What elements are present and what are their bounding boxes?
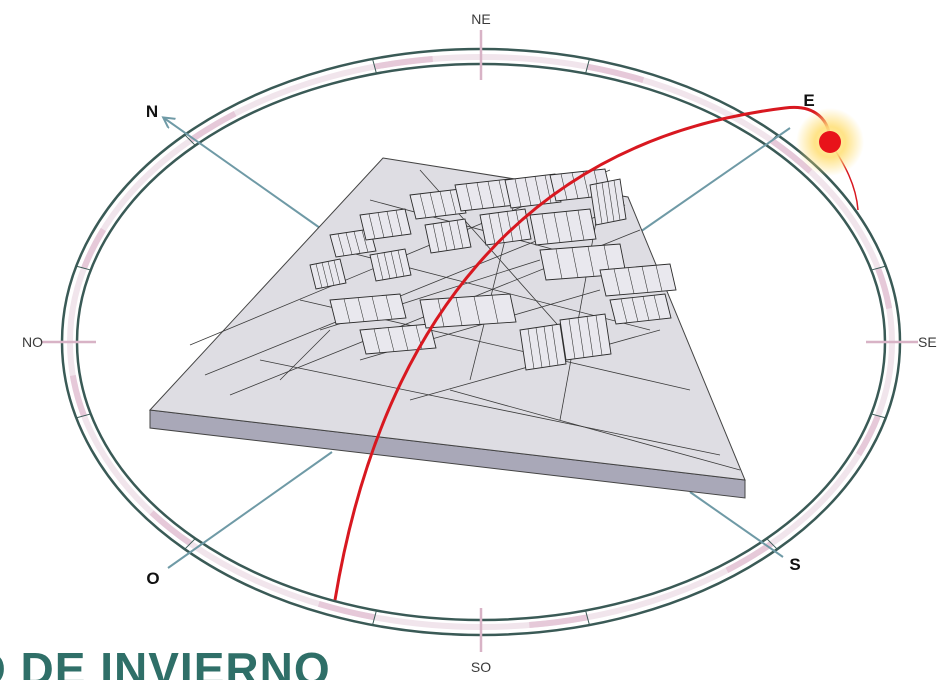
ring-divider bbox=[871, 413, 886, 419]
ring-segments bbox=[69, 55, 893, 629]
sun-icon bbox=[796, 108, 864, 176]
building-block bbox=[309, 258, 347, 290]
label-ne: NE bbox=[471, 11, 490, 27]
building-block bbox=[609, 293, 672, 325]
label-se: SE bbox=[918, 334, 937, 350]
label-so: SO bbox=[471, 659, 491, 675]
ring-divider bbox=[585, 610, 590, 626]
east-axis bbox=[639, 127, 791, 233]
caption-text: O DE INVIERNO bbox=[0, 643, 331, 680]
building-block bbox=[519, 323, 567, 371]
ring-divider bbox=[372, 58, 377, 74]
ring-divider bbox=[766, 538, 778, 550]
ring-divider bbox=[76, 413, 91, 419]
west-axis bbox=[167, 451, 333, 569]
street-line bbox=[259, 359, 721, 456]
north-axis bbox=[164, 118, 321, 229]
ring-divider bbox=[871, 265, 886, 271]
label-s: S bbox=[789, 555, 800, 574]
caption-title: O DE INVIERNO bbox=[0, 640, 420, 680]
building-block bbox=[359, 208, 412, 241]
intercardinal-ticks bbox=[42, 30, 918, 652]
sun-path bbox=[333, 105, 832, 601]
ring-divider bbox=[184, 134, 196, 146]
south-axis bbox=[689, 491, 784, 558]
ring-divider bbox=[372, 610, 377, 626]
building-block bbox=[529, 208, 597, 246]
direction-axes bbox=[164, 118, 791, 569]
site-model bbox=[148, 157, 746, 499]
label-o: O bbox=[146, 569, 159, 588]
building-block bbox=[559, 313, 612, 361]
building-block bbox=[454, 178, 517, 212]
ring-divider bbox=[585, 58, 590, 74]
label-e: E bbox=[803, 91, 814, 110]
building-block bbox=[369, 248, 412, 282]
building-block bbox=[409, 188, 467, 220]
building-block bbox=[599, 263, 677, 297]
street-line bbox=[279, 329, 331, 381]
building-block bbox=[329, 228, 377, 258]
ring-divider bbox=[184, 538, 196, 550]
building-block bbox=[424, 218, 472, 254]
building-block bbox=[329, 293, 407, 325]
street-line bbox=[449, 389, 741, 471]
label-no: NO bbox=[22, 334, 43, 350]
building-block bbox=[589, 178, 627, 226]
label-n: N bbox=[146, 102, 158, 121]
building-block bbox=[479, 208, 532, 246]
building-block bbox=[419, 293, 517, 329]
ring-divider bbox=[76, 265, 91, 271]
